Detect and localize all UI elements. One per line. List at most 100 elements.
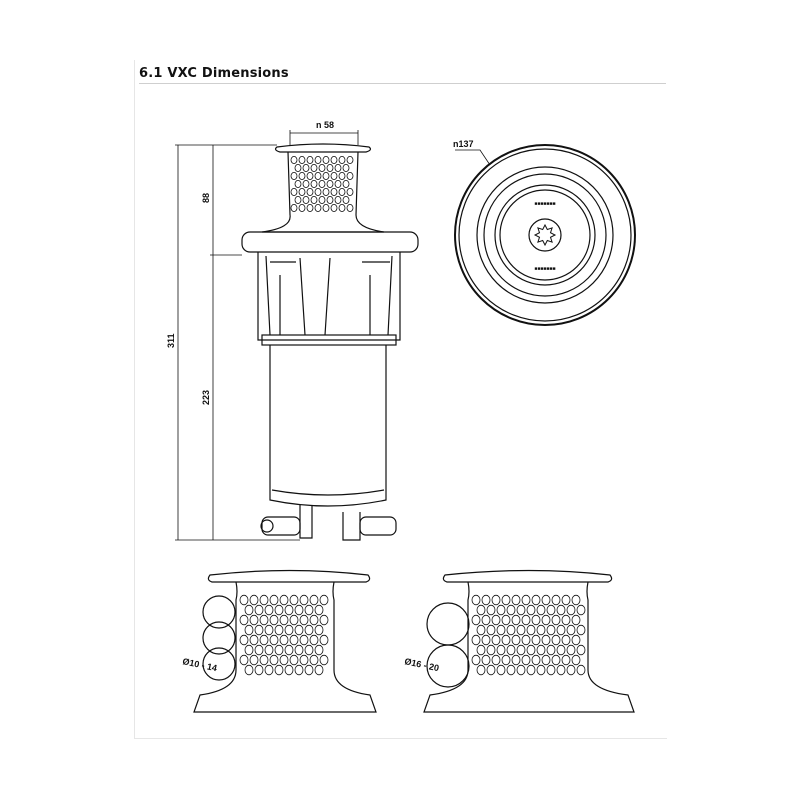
- drum-hole: [338, 203, 346, 212]
- drum-hole: [576, 604, 586, 616]
- drum-hole: [342, 179, 350, 188]
- drum-hole: [576, 664, 586, 676]
- drum-hole: [526, 624, 536, 636]
- drum-hole: [299, 614, 309, 626]
- drum-hole: [511, 594, 521, 606]
- drum-hole: [346, 203, 354, 212]
- drum-hole: [302, 163, 310, 172]
- drum-hole: [299, 654, 309, 666]
- drum-hole: [244, 624, 254, 636]
- drum-hole: [556, 644, 566, 656]
- drum-hole: [546, 604, 556, 616]
- drum-hole: [334, 195, 342, 204]
- drum-detail-left: [193, 569, 377, 713]
- drum-hole: [556, 604, 566, 616]
- drum-hole: [306, 155, 314, 164]
- drum-hole: [304, 624, 314, 636]
- drum-hole: [561, 634, 571, 646]
- drum-hole: [279, 654, 289, 666]
- drum-hole: [314, 644, 324, 656]
- drum-hole: [309, 594, 319, 606]
- drum-hole: [314, 155, 322, 164]
- drum-hole: [491, 594, 501, 606]
- drum-hole: [561, 614, 571, 626]
- drum-hole: [531, 654, 541, 666]
- drum-hole: [249, 614, 259, 626]
- drum-hole: [322, 203, 330, 212]
- drum-hole: [239, 654, 249, 666]
- drum-hole: [279, 594, 289, 606]
- drum-hole: [486, 624, 496, 636]
- drum-hole: [541, 634, 551, 646]
- drum-hole: [306, 203, 314, 212]
- drum-hole: [279, 614, 289, 626]
- drum-hole: [511, 614, 521, 626]
- drum-hole: [506, 664, 516, 676]
- rope-size-right: Ø16 - 20: [404, 656, 440, 673]
- drum-hole: [322, 187, 330, 196]
- drum-hole: [254, 664, 264, 676]
- drum-hole: [254, 644, 264, 656]
- drum-hole: [526, 664, 536, 676]
- drum-hole: [531, 614, 541, 626]
- dim-top-diameter: n137: [453, 139, 474, 149]
- drum-hole: [566, 604, 576, 616]
- drum-hole: [269, 594, 279, 606]
- drum-hole: [346, 187, 354, 196]
- drum-hole: [571, 654, 581, 666]
- drum-hole: [310, 179, 318, 188]
- dim-drum-diameter: n 58: [316, 120, 334, 130]
- drum-hole: [521, 594, 531, 606]
- drum-hole: [330, 155, 338, 164]
- drum-hole: [319, 634, 329, 646]
- drum-hole: [481, 634, 491, 646]
- page-frame: [134, 60, 667, 739]
- drum-hole: [318, 179, 326, 188]
- drum-hole: [314, 203, 322, 212]
- drum-hole: [274, 644, 284, 656]
- drum-hole: [334, 179, 342, 188]
- drum-hole: [319, 594, 329, 606]
- drum-hole: [506, 644, 516, 656]
- winch-top-view: ■■■■■■■ ■■■■■■■: [454, 144, 636, 326]
- drum-hole: [546, 644, 556, 656]
- drum-hole: [299, 594, 309, 606]
- title-rule: [139, 83, 666, 84]
- drum-hole: [511, 654, 521, 666]
- drum-hole: [346, 171, 354, 180]
- drum-hole: [571, 594, 581, 606]
- drum-hole: [279, 634, 289, 646]
- drum-hole: [486, 664, 496, 676]
- drum-hole: [501, 654, 511, 666]
- section-title: 6.1 VXC Dimensions: [139, 66, 289, 81]
- drum-hole: [269, 634, 279, 646]
- drum-hole: [491, 634, 501, 646]
- drum-hole: [239, 634, 249, 646]
- drum-hole: [254, 624, 264, 636]
- drum-hole: [314, 604, 324, 616]
- drum-hole: [318, 195, 326, 204]
- drum-hole: [269, 654, 279, 666]
- drum-hole: [289, 594, 299, 606]
- drum-hole: [506, 604, 516, 616]
- drum-hole: [471, 634, 481, 646]
- drum-hole: [536, 644, 546, 656]
- drum-hole: [566, 644, 576, 656]
- drum-hole: [290, 155, 298, 164]
- drum-hole: [314, 664, 324, 676]
- drum-hole: [531, 594, 541, 606]
- drum-hole: [536, 604, 546, 616]
- drum-hole: [481, 614, 491, 626]
- drum-hole: [471, 594, 481, 606]
- drum-hole: [284, 664, 294, 676]
- drum-hole: [521, 654, 531, 666]
- drum-hole: [516, 604, 526, 616]
- drum-hole: [298, 171, 306, 180]
- logo-mark: ■■■■■■■: [534, 266, 555, 272]
- drum-hole: [290, 203, 298, 212]
- drum-hole: [546, 624, 556, 636]
- drum-hole: [536, 664, 546, 676]
- drum-hole: [546, 664, 556, 676]
- drum-hole: [571, 614, 581, 626]
- drum-hole: [338, 171, 346, 180]
